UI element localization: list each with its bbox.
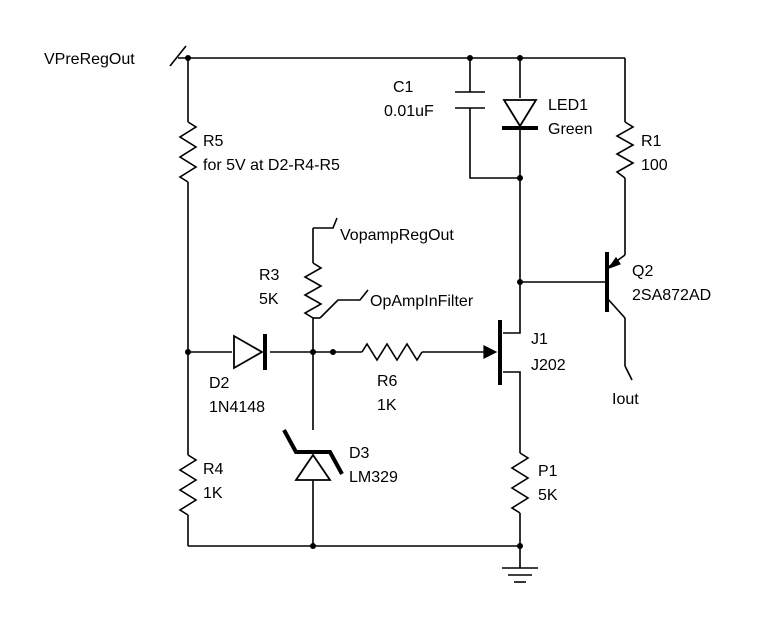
net-label-opampinfilter: OpAmpInFilter [370, 293, 474, 310]
j1-value-label: J202 [531, 357, 566, 374]
junction-dot [467, 55, 473, 61]
junction-dot [310, 349, 316, 355]
wire-c1-column [469, 58, 520, 179]
d3-ref-label: D3 [349, 445, 370, 462]
opampinfilter-flag-icon [319, 289, 369, 319]
r3-value-label: 5K [259, 291, 279, 308]
q2-ref-label: Q2 [632, 263, 653, 280]
r4-value-label: 1K [203, 485, 223, 502]
r6-value-label: 1K [377, 397, 397, 414]
r4-ref-label: R4 [203, 461, 224, 478]
wire-source-to-p1 [503, 371, 521, 568]
j1-jfet-icon [483, 320, 502, 385]
d2-diode-icon [233, 334, 267, 370]
junction-dot [517, 175, 523, 181]
d2-value-label: 1N4148 [209, 399, 265, 416]
p1-resistor-icon [510, 452, 530, 514]
r4-resistor-icon [178, 454, 198, 516]
resistor-icons [178, 121, 635, 516]
net-label-vpreregout: VPreRegOut [44, 51, 135, 68]
p1-value-label: 5K [538, 487, 558, 504]
r1-ref-label: R1 [641, 133, 662, 150]
r5-resistor-icon [178, 121, 198, 183]
d3-zener-icon [282, 429, 344, 481]
junction-dot [310, 543, 316, 549]
d2-ref-label: D2 [209, 375, 230, 392]
net-flags [169, 45, 633, 381]
r1-resistor-icon [615, 121, 635, 179]
vpreregout-flag-icon [169, 45, 187, 67]
r6-resistor-icon [361, 342, 423, 362]
junctions [185, 55, 523, 549]
ground-icon [502, 567, 538, 583]
r5-ref-label: R5 [203, 133, 224, 150]
iout-label: Iout [612, 391, 639, 408]
vopampregout-flag-icon [313, 217, 338, 229]
led1-diode-icon [502, 99, 538, 130]
wire-led-column [503, 58, 521, 334]
net-label-vopampregout: VopampRegOut [340, 227, 454, 244]
d3-value-label: LM329 [349, 469, 398, 486]
r3-ref-label: R3 [259, 267, 280, 284]
wires [178, 57, 626, 568]
junction-dot [517, 543, 523, 549]
junction-dot [517, 55, 523, 61]
led1-value-label: Green [548, 121, 592, 138]
junction-dot [330, 349, 336, 355]
r5-value-label: for 5V at D2-R4-R5 [203, 157, 340, 174]
junction-dot [185, 55, 191, 61]
p1-ref-label: P1 [538, 463, 558, 480]
q2-pnp-transistor-icon [605, 252, 626, 319]
c1-capacitor-icon [455, 91, 485, 109]
q2-value-label: 2SA872AD [632, 287, 711, 304]
junction-dot [185, 349, 191, 355]
r6-ref-label: R6 [377, 373, 398, 390]
iout-flag-icon [624, 365, 633, 381]
r1-value-label: 100 [641, 157, 668, 174]
j1-ref-label: J1 [531, 331, 548, 348]
junction-dot [517, 279, 523, 285]
c1-ref-label: C1 [393, 79, 414, 96]
r3-resistor-icon [303, 262, 323, 319]
led1-ref-label: LED1 [548, 97, 588, 114]
c1-value-label: 0.01uF [384, 103, 434, 120]
